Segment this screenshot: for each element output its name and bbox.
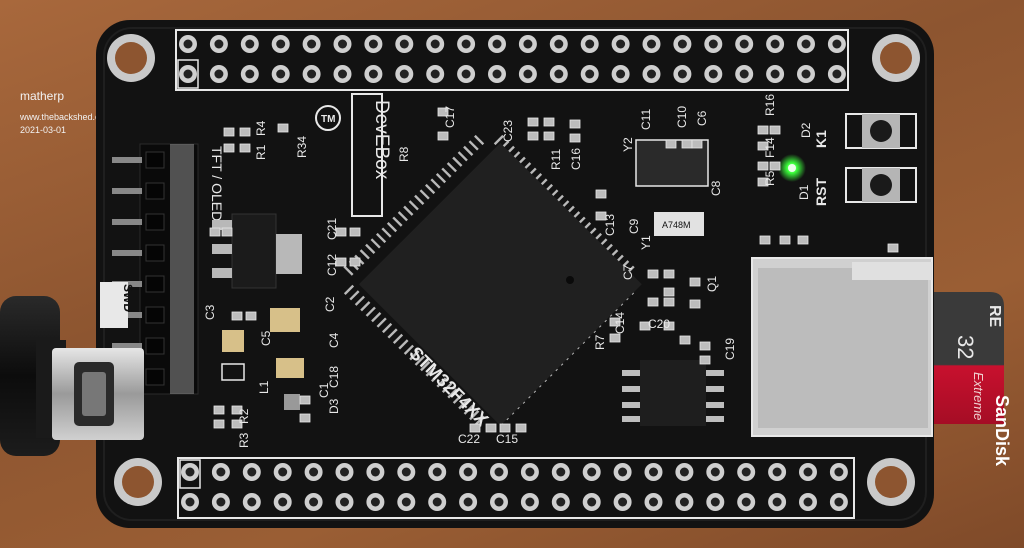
svg-text:R5: R5 [763, 170, 777, 186]
silkscreen-labels: R1 R4 R34 R8 C17 C23 R11 C16 C11 C10 C6 … [203, 94, 813, 448]
crystal-marking: A748M [662, 220, 691, 230]
status-led [778, 154, 806, 182]
svg-text:C14: C14 [613, 312, 627, 334]
svg-text:F14: F14 [763, 137, 777, 158]
svg-text:C16: C16 [569, 148, 583, 170]
svg-text:C7: C7 [621, 264, 635, 280]
top-pin-header [179, 35, 846, 83]
rst-label: RST [813, 178, 829, 206]
svg-text:C10: C10 [675, 106, 689, 128]
svg-text:C3: C3 [203, 304, 217, 320]
k1-label: K1 [813, 130, 829, 148]
svg-text:C2: C2 [323, 296, 337, 312]
power-capacitors [221, 308, 304, 410]
svg-text:C5: C5 [259, 330, 273, 346]
voltage-regulator [212, 213, 302, 289]
svg-text:C17: C17 [443, 106, 457, 128]
tm-mark: TM [321, 114, 335, 125]
svg-text:R11: R11 [549, 149, 563, 170]
svg-text:C1: C1 [317, 382, 331, 398]
brand-label: DevEBox [371, 100, 392, 180]
svg-text:L1: L1 [257, 380, 271, 394]
watermark-site: www.thebackshed.com [20, 112, 113, 122]
reset-button [845, 167, 917, 203]
svg-text:R1: R1 [254, 144, 268, 160]
svg-text:C21: C21 [325, 218, 339, 240]
smd-components [209, 107, 899, 433]
svg-text:R3: R3 [237, 432, 251, 448]
svg-text:Q1: Q1 [705, 276, 719, 292]
svg-text:C18: C18 [327, 366, 341, 388]
svg-text:R7: R7 [593, 334, 607, 350]
sd-type: Extreme [971, 372, 986, 420]
svg-text:Y2: Y2 [621, 137, 635, 152]
svg-text:C9: C9 [627, 218, 641, 234]
svg-text:R8: R8 [397, 146, 411, 162]
svg-text:C11: C11 [639, 109, 653, 130]
svg-text:R2: R2 [237, 408, 251, 424]
svg-text:C22: C22 [458, 432, 480, 446]
swd-label: SWD [121, 284, 135, 312]
watermark-date: 2021-03-01 [20, 125, 67, 135]
svg-text:C12: C12 [325, 254, 339, 276]
svg-text:C23: C23 [501, 120, 515, 142]
svg-text:C19: C19 [723, 338, 737, 360]
micro-usb-port [52, 348, 144, 440]
devebox-logo: TM DevEBox [315, 93, 392, 217]
sd-capacity: 32 [953, 335, 978, 359]
svg-text:D3: D3 [327, 398, 341, 414]
mounting-holes [107, 34, 920, 506]
svg-text:R34: R34 [295, 136, 309, 158]
svg-text:C6: C6 [695, 110, 709, 126]
svg-text:C13: C13 [603, 214, 617, 236]
key-button [845, 113, 917, 149]
crystal-y1: A748M [654, 212, 704, 236]
watermark-author: matherp [20, 89, 65, 103]
svg-text:C8: C8 [709, 180, 723, 196]
svg-text:C20: C20 [648, 317, 670, 331]
svg-text:RE: RE [986, 305, 1003, 328]
svg-text:R16: R16 [763, 94, 777, 116]
svg-text:D2: D2 [799, 122, 813, 138]
sd-brand: SanDisk [992, 395, 1012, 467]
bottom-pin-header [181, 463, 848, 511]
svg-text:R4: R4 [254, 120, 268, 136]
display-header-label: TFT / OLED [209, 146, 225, 221]
flash-chip [622, 360, 724, 426]
svg-text:C4: C4 [327, 332, 341, 348]
svg-text:C15: C15 [496, 432, 518, 446]
sd-card-socket [751, 257, 933, 437]
svg-text:Y1: Y1 [639, 235, 653, 250]
svg-text:D1: D1 [797, 184, 811, 200]
